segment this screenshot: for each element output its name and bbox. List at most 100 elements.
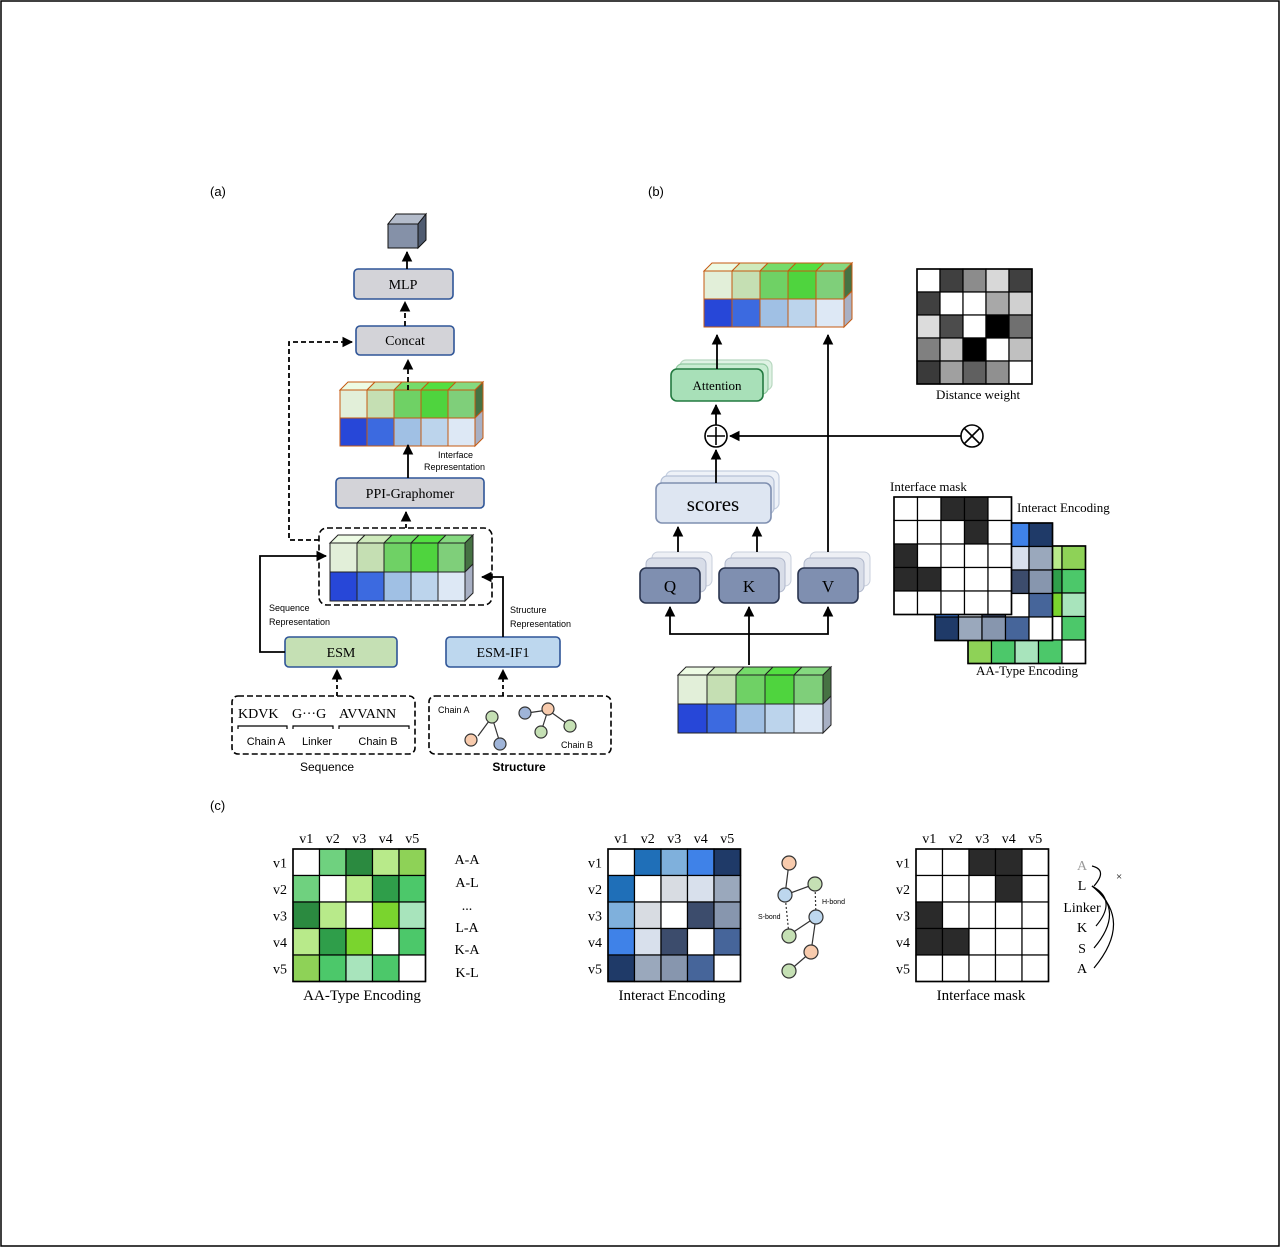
cube-cell-green — [764, 674, 795, 705]
matrix-cell — [985, 337, 1010, 362]
matrix-cell — [963, 519, 989, 545]
row-label: v2 — [273, 883, 287, 898]
column-label: v2 — [641, 832, 655, 847]
matrix-cell — [1028, 616, 1054, 642]
matrix-cell — [1061, 545, 1087, 571]
q-box — [639, 567, 701, 604]
matrix-cell — [1004, 616, 1030, 642]
matrix-cell — [916, 314, 941, 339]
matrix-cell — [1021, 848, 1050, 877]
cube-cell-green — [706, 674, 737, 705]
cube-cell-blue — [735, 703, 766, 734]
matrix-cell — [939, 360, 964, 385]
v-label: V — [822, 577, 835, 596]
interact-encoding-title: Interact Encoding — [618, 988, 726, 1004]
sbond-label: S-bond — [758, 914, 781, 921]
cube-cell-blue — [447, 417, 476, 447]
matrix-cell — [962, 291, 987, 316]
matrix-cell — [985, 360, 1010, 385]
cube-cell-blue — [677, 703, 708, 734]
matrix-cell — [990, 639, 1016, 665]
matrix-cell — [916, 590, 942, 616]
matrix-cell — [318, 874, 347, 903]
matrix-cell — [968, 874, 997, 903]
matrix-cell — [916, 291, 941, 316]
aa-pair: A-A — [455, 853, 481, 868]
matrix-cell — [916, 566, 942, 592]
matrix-cell — [994, 927, 1023, 956]
input-representation-block — [676, 665, 833, 735]
matrix-cell — [963, 543, 989, 569]
matrix-cell — [963, 566, 989, 592]
matrix-cell — [345, 874, 374, 903]
matrix-cell — [916, 496, 942, 522]
column-label: v1 — [299, 832, 313, 847]
concat-label: Concat — [385, 334, 425, 349]
matrix-cell — [893, 590, 919, 616]
matrix-cell — [941, 927, 970, 956]
distance-weight-matrix — [916, 268, 1033, 385]
column-label: v3 — [667, 832, 681, 847]
matrix-cell — [934, 616, 960, 642]
row-label: v3 — [588, 909, 602, 924]
matrix-cell — [371, 954, 400, 983]
structure-title: Structure — [492, 760, 546, 774]
matrix-cell — [292, 848, 321, 877]
matrix-cell — [915, 848, 944, 877]
matrix-cell — [398, 901, 427, 930]
matrix-cell — [1008, 268, 1033, 293]
cube-cell-green — [329, 542, 358, 573]
sequence-title: Sequence — [300, 760, 354, 774]
cube-cell-blue — [764, 703, 795, 734]
cube-cell-green — [393, 389, 422, 419]
cube-cell-blue — [731, 298, 761, 328]
row-label: v5 — [588, 962, 602, 977]
matrix-cell — [1021, 901, 1050, 930]
matrix-frame — [893, 496, 1013, 616]
matrix-cell — [371, 874, 400, 903]
cube-cell-green — [787, 270, 817, 300]
cube-cell-green — [356, 542, 385, 573]
matrix-cell — [1037, 639, 1063, 665]
matrix-cell — [1008, 314, 1033, 339]
row-label: v2 — [588, 883, 602, 898]
matrix-cell — [968, 927, 997, 956]
matrix-cell — [941, 848, 970, 877]
structure-frame — [428, 695, 612, 755]
cube-cell-green — [815, 270, 845, 300]
matrix-cell — [915, 954, 944, 983]
matrix-cell — [994, 954, 1023, 983]
ppi-graphomer-label: PPI-Graphomer — [366, 487, 455, 502]
matrix-cell — [916, 519, 942, 545]
row-label: v4 — [273, 936, 287, 951]
mask-seq-item: K — [1077, 921, 1087, 936]
matrix-cell — [398, 927, 427, 956]
matrix-cell — [941, 874, 970, 903]
column-label: v2 — [326, 832, 340, 847]
matrix-cell — [345, 954, 374, 983]
matrix-cell — [987, 519, 1013, 545]
matrix-cell — [1061, 615, 1087, 641]
matrix-cell — [318, 901, 347, 930]
matrix-cell — [968, 901, 997, 930]
matrix-cell — [967, 639, 993, 665]
matrix-cell — [963, 590, 989, 616]
matrix-cell — [987, 566, 1013, 592]
panel-b-label: (b) — [648, 184, 664, 199]
seq-rep-label-2: Representation — [269, 617, 330, 627]
matrix-cell — [915, 927, 944, 956]
aa-pair-list: A-A A-L ... L-A K-A K-L — [455, 853, 481, 981]
cube-cell-green — [793, 674, 824, 705]
cube-cell-green — [677, 674, 708, 705]
cube-cell-green — [366, 389, 395, 419]
seq-token-chain-a: KDVK — [238, 707, 278, 722]
matrix-cell — [968, 848, 997, 877]
matrix-cell — [1008, 291, 1033, 316]
matrix-cell — [985, 291, 1010, 316]
cube-cell-green — [410, 542, 439, 573]
matrix-cell — [686, 874, 715, 903]
matrix-cell — [371, 848, 400, 877]
column-label: v5 — [1028, 832, 1042, 847]
k-label: K — [743, 577, 756, 596]
